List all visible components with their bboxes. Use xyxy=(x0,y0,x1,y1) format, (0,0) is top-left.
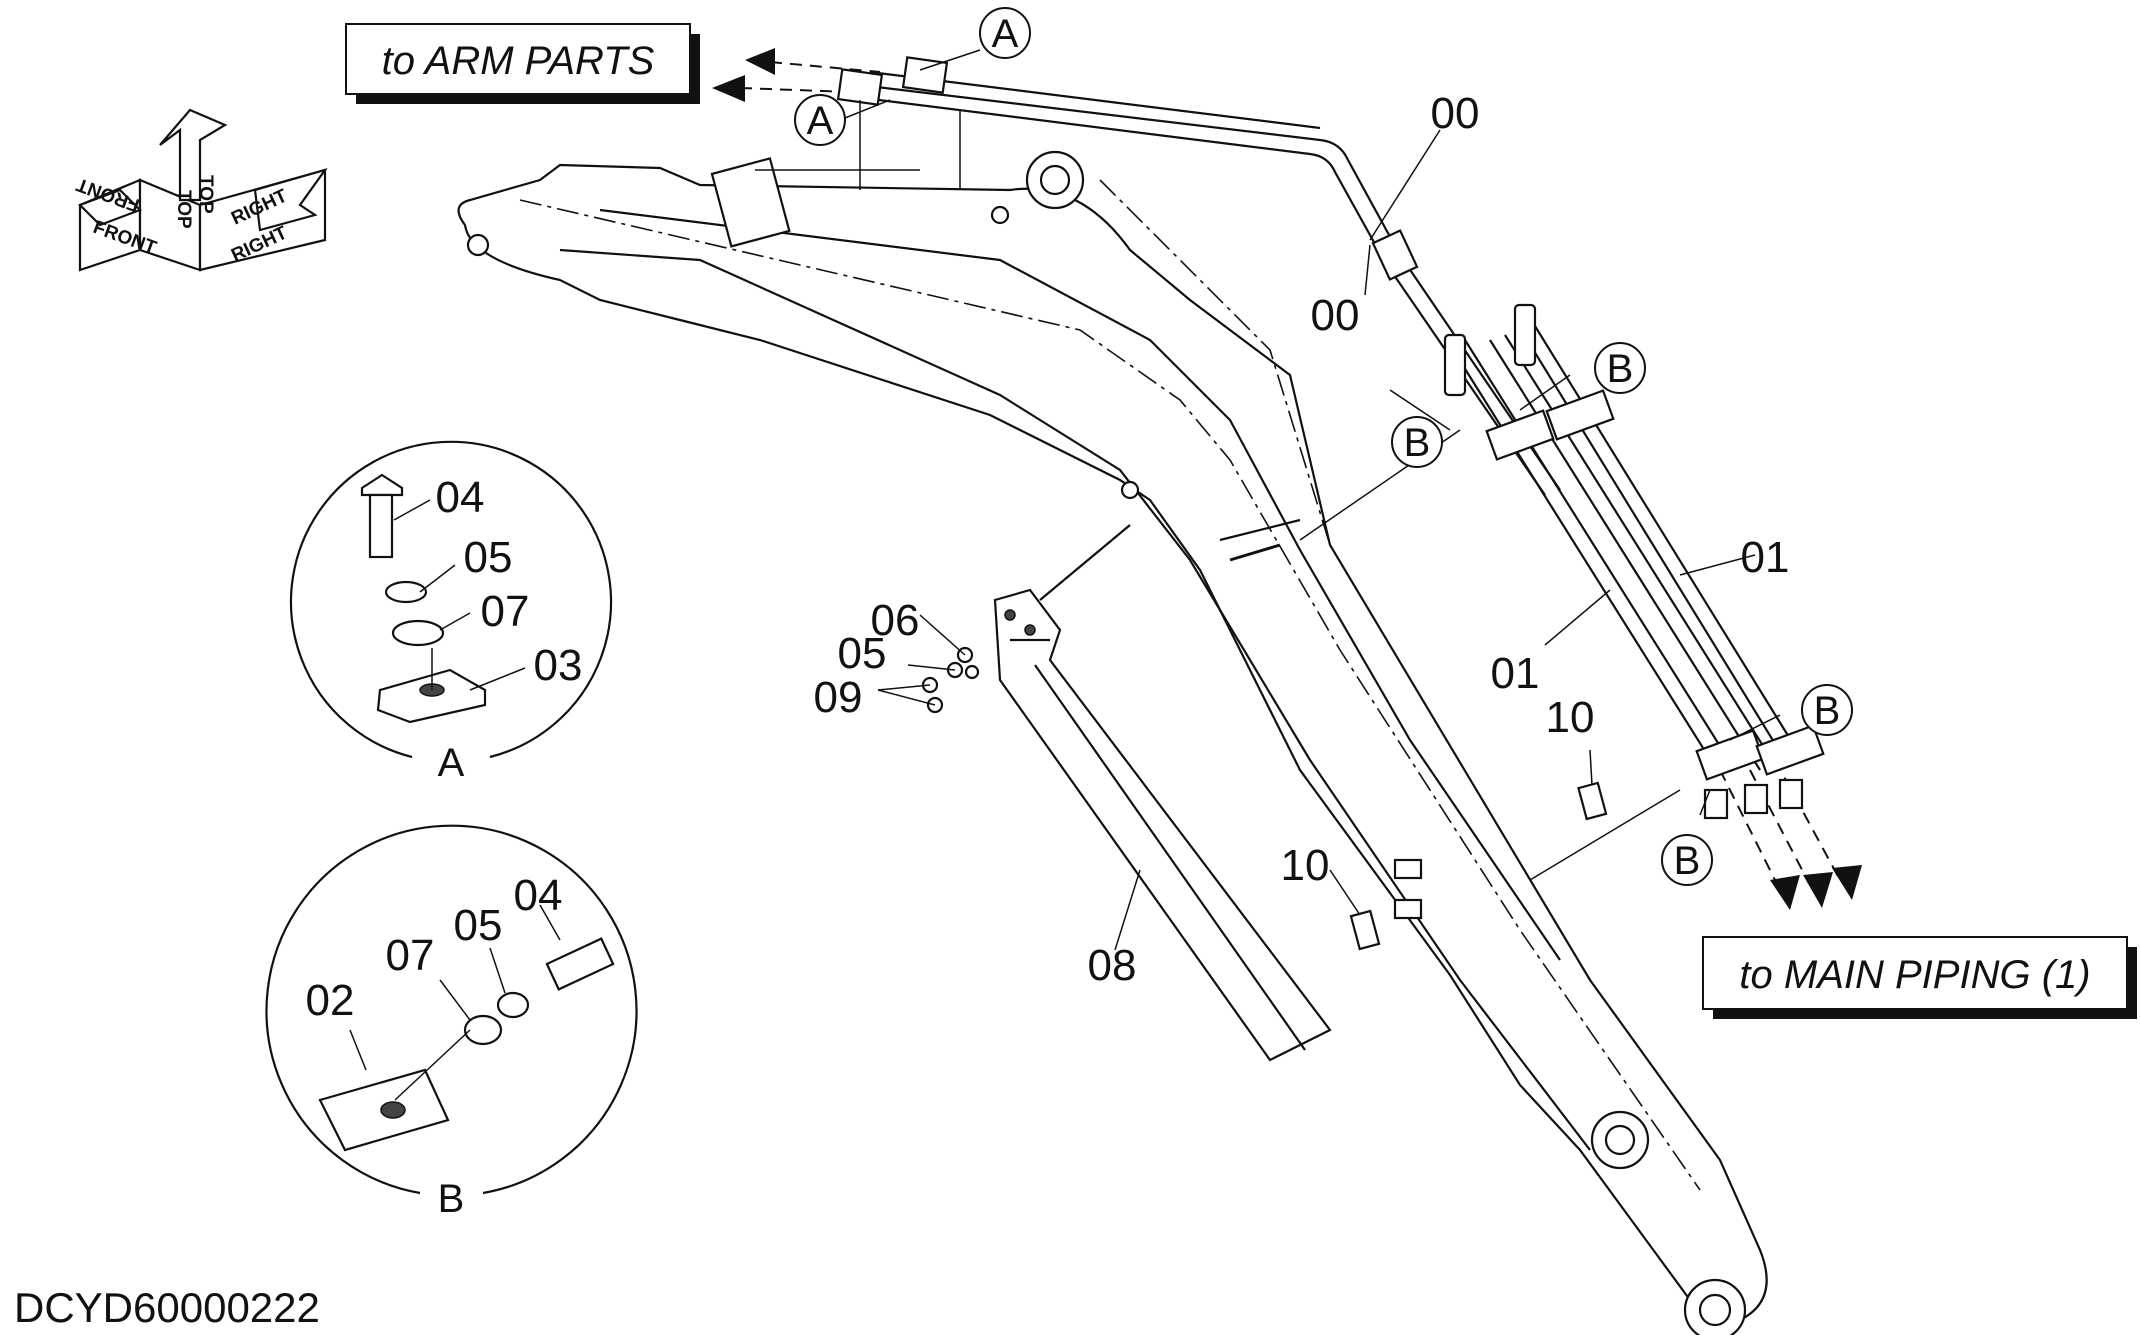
detail-a-label: A xyxy=(438,741,465,785)
to-main-piping-box: to MAIN PIPING (1) xyxy=(1702,936,2137,1019)
label-05-detail-b: 05 xyxy=(454,901,503,950)
detail-view-a: A 04 05 07 03 xyxy=(289,440,613,785)
label-07-detail-a: 07 xyxy=(481,587,530,636)
callout-a-left-letter: A xyxy=(807,99,834,143)
label-04-detail-a: 04 xyxy=(436,473,485,522)
label-00-lower: 00 xyxy=(1311,291,1360,340)
callout-b-lower-right-letter: B xyxy=(1814,689,1841,733)
callout-b-upper-left-letter: B xyxy=(1404,421,1431,465)
label-01-left: 01 xyxy=(1491,649,1540,698)
callout-b-upper-right-letter: B xyxy=(1607,347,1634,391)
callout-b-upper-left: B xyxy=(1391,416,1443,468)
label-06: 06 xyxy=(871,596,920,645)
callout-b-lower-left-letter: B xyxy=(1674,839,1701,883)
label-08: 08 xyxy=(1088,941,1137,990)
label-03-detail-a: 03 xyxy=(534,641,583,690)
to-main-piping-label: to MAIN PIPING (1) xyxy=(1739,953,2090,997)
label-05-main: 05 xyxy=(838,629,887,678)
drawing-code: DCYD60000222 xyxy=(14,1284,320,1331)
detail-view-b: B 02 07 05 04 xyxy=(265,824,638,1221)
label-10-left: 10 xyxy=(1281,841,1330,890)
boom-body xyxy=(457,150,1768,1340)
orientation-top-label: TOP xyxy=(173,190,194,229)
label-05-detail-a: 05 xyxy=(464,533,513,582)
cylinder-pipes xyxy=(1443,303,1825,820)
leader-lines xyxy=(755,49,1781,951)
orientation-top-label-mirror: TOP xyxy=(195,175,216,214)
flow-arrows xyxy=(712,48,1862,910)
label-02-detail-b: 02 xyxy=(306,976,355,1025)
callout-b-lower-right: B xyxy=(1801,684,1853,736)
to-arm-parts-label: to ARM PARTS xyxy=(382,39,655,83)
callout-b-lower-left: B xyxy=(1661,834,1713,886)
detail-b-label: B xyxy=(438,1177,465,1221)
label-01-right: 01 xyxy=(1741,533,1790,582)
upper-pipes xyxy=(836,56,1561,496)
callout-a-left: A xyxy=(794,94,846,146)
fasteners-05-06-09 xyxy=(921,646,980,714)
spacer-parts-10 xyxy=(1349,781,1608,951)
callout-a-top: A xyxy=(979,7,1031,59)
orientation-icon: FRONT FRONT TOP TOP RIGHT RIGHT xyxy=(73,108,328,272)
to-arm-parts-box: to ARM PARTS xyxy=(345,23,700,104)
label-09: 09 xyxy=(814,673,863,722)
callout-b-upper-right: B xyxy=(1594,342,1646,394)
arm-part-08 xyxy=(993,524,1332,1062)
label-07-detail-b: 07 xyxy=(386,931,435,980)
main-part-labels: 00 00 01 01 10 10 08 06 05 09 xyxy=(814,89,1790,990)
label-00-upper: 00 xyxy=(1431,89,1480,138)
label-10-right: 10 xyxy=(1546,693,1595,742)
callout-a-top-letter: A xyxy=(992,12,1019,56)
label-04-detail-b: 04 xyxy=(514,871,563,920)
